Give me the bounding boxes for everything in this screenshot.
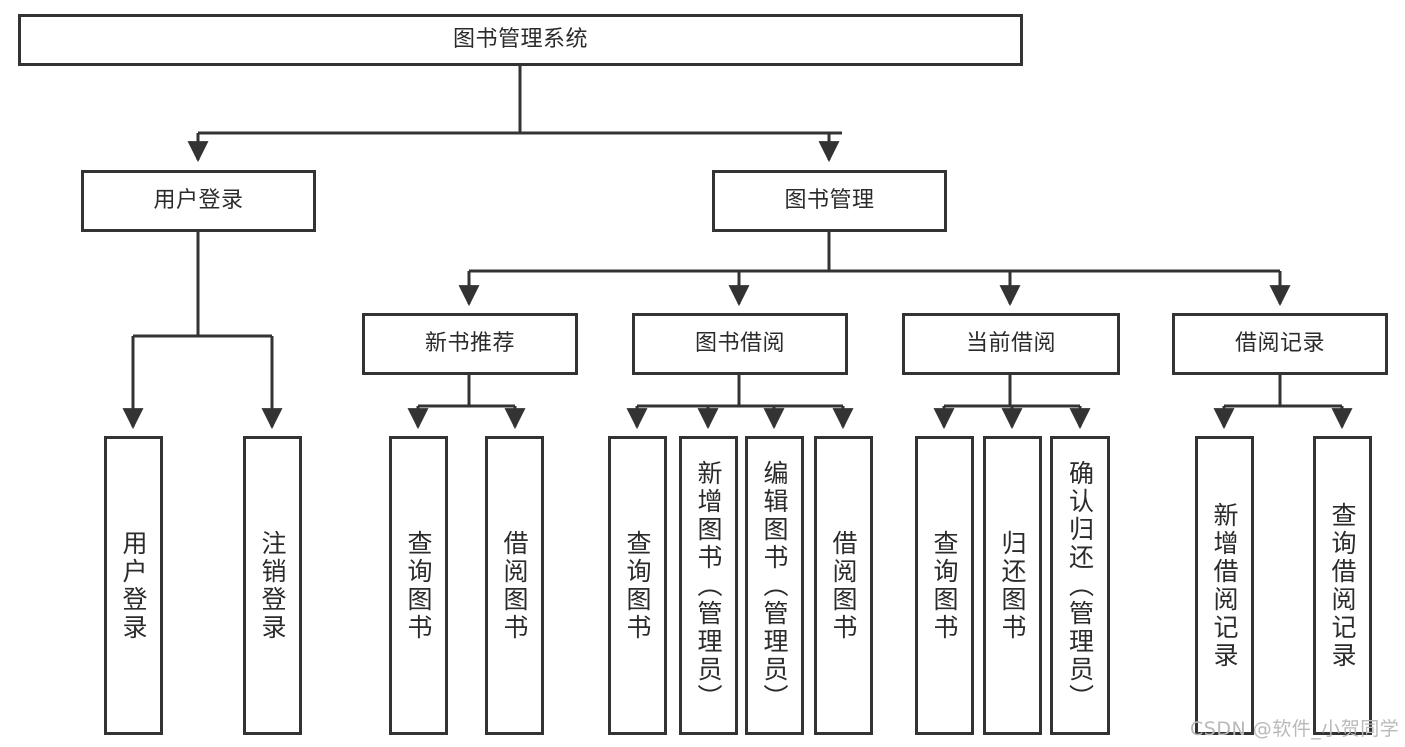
node-label: 查询借阅记录 (1328, 501, 1357, 670)
node-label: 图书管理 (784, 188, 875, 214)
node-leaf-query-book-newbook[interactable]: 查询图书 (389, 436, 448, 735)
node-label: 借阅记录 (1234, 331, 1325, 357)
node-leaf-query-borrow-record[interactable]: 查询借阅记录 (1313, 436, 1372, 735)
node-leaf-confirm-return-admin[interactable]: 确认归还（管理员） (1050, 436, 1110, 735)
node-borrow-record[interactable]: 借阅记录 (1172, 313, 1388, 375)
node-leaf-add-borrow-record[interactable]: 新增借阅记录 (1195, 436, 1254, 735)
connector-bookborrow-to-leaves (626, 375, 854, 430)
node-root-book-management-system[interactable]: 图书管理系统 (18, 14, 1023, 66)
node-label: 新增图书（管理员） (694, 459, 723, 712)
csdn-watermark: CSDN @软件_小贺同学 (1190, 718, 1400, 740)
connector-newbook-to-leaves (407, 375, 526, 430)
node-label: 新书推荐 (424, 331, 515, 357)
node-label: 归还图书 (998, 529, 1027, 642)
connector-bookmgmt-to-level3 (458, 232, 1291, 307)
node-label: 编辑图书（管理员） (760, 459, 789, 712)
node-leaf-query-book-borrow[interactable]: 查询图书 (608, 436, 667, 735)
node-leaf-edit-book-admin[interactable]: 编辑图书（管理员） (745, 436, 804, 735)
node-label: 用户登录 (153, 188, 244, 214)
node-leaf-return-book[interactable]: 归还图书 (983, 436, 1042, 735)
connector-root-to-level2 (187, 66, 842, 163)
node-user-login[interactable]: 用户登录 (81, 170, 316, 232)
node-label: 注销登录 (258, 529, 287, 642)
node-label: 查询图书 (404, 529, 433, 642)
node-leaf-user-login[interactable]: 用户登录 (104, 436, 163, 735)
node-book-management[interactable]: 图书管理 (712, 170, 947, 232)
node-label: 确认归还（管理员） (1065, 459, 1095, 712)
connector-currentborrow-to-leaves (933, 375, 1091, 430)
node-leaf-borrow-book-borrow[interactable]: 借阅图书 (814, 436, 873, 735)
node-leaf-add-book-admin[interactable]: 新增图书（管理员） (679, 436, 738, 735)
node-leaf-logout[interactable]: 注销登录 (243, 436, 302, 735)
node-label: 当前借阅 (965, 331, 1056, 357)
node-label: 图书管理系统 (452, 27, 588, 53)
connector-userlogin-to-leaves (122, 232, 283, 430)
node-label: 借阅图书 (829, 529, 858, 642)
node-label: 借阅图书 (500, 529, 529, 642)
node-label: 用户登录 (119, 529, 148, 642)
node-new-book-recommend[interactable]: 新书推荐 (362, 313, 578, 375)
connector-borrowrecord-to-leaves (1213, 375, 1353, 430)
node-leaf-query-book-current[interactable]: 查询图书 (915, 436, 974, 735)
node-book-borrow[interactable]: 图书借阅 (632, 313, 848, 375)
node-label: 查询图书 (930, 529, 959, 642)
node-label: 新增借阅记录 (1210, 501, 1239, 670)
node-leaf-borrow-book-newbook[interactable]: 借阅图书 (485, 436, 544, 735)
node-label: 查询图书 (623, 529, 652, 642)
node-current-borrow[interactable]: 当前借阅 (902, 313, 1120, 375)
node-label: 图书借阅 (694, 331, 785, 357)
